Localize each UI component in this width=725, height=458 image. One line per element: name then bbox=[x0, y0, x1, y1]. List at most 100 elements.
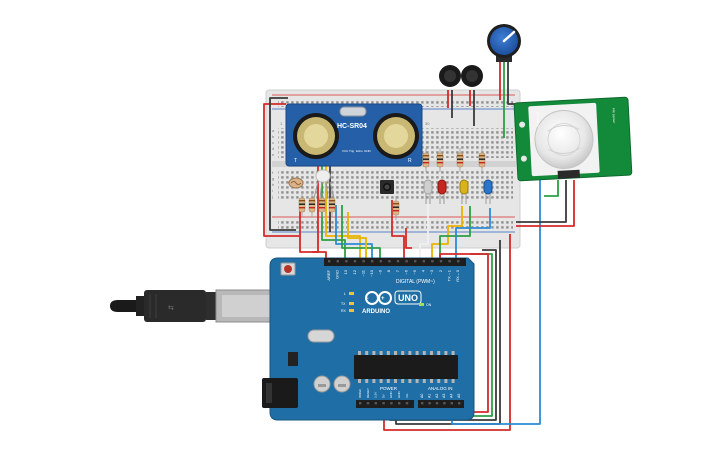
led-blue[interactable] bbox=[483, 179, 493, 204]
led-label-rx: RX bbox=[341, 309, 347, 313]
digital-pin-hole[interactable] bbox=[457, 260, 460, 263]
digital-pin-hole[interactable] bbox=[422, 260, 425, 263]
analog-pin-label: A2 bbox=[435, 394, 439, 398]
analog-pin-hole[interactable] bbox=[428, 402, 431, 405]
resistor[interactable] bbox=[328, 193, 336, 217]
resistor[interactable] bbox=[422, 148, 430, 172]
wire-red-pir bbox=[516, 180, 575, 227]
digital-pin-hole[interactable] bbox=[362, 260, 365, 263]
analog-pin-hole[interactable] bbox=[421, 402, 424, 405]
analog-pin-label: A5 bbox=[457, 394, 461, 398]
digital-pin-label: ~9 bbox=[378, 269, 383, 274]
svg-text:g: g bbox=[272, 176, 274, 181]
pir-side-label-left: PIR Sensor bbox=[535, 112, 540, 128]
ultrasonic-pin-echo: Echo bbox=[356, 149, 363, 153]
pir-sensor[interactable]: PIR Sensor PIR Sensor bbox=[513, 96, 633, 182]
power-pin-hole[interactable] bbox=[359, 402, 362, 405]
power-pin-hole[interactable] bbox=[366, 402, 370, 405]
svg-text:d: d bbox=[272, 146, 274, 151]
wire-yellow-led bbox=[431, 206, 463, 262]
digital-pin-hole[interactable] bbox=[405, 260, 408, 263]
arduino-brand-label: ARDUINO bbox=[362, 309, 390, 315]
digital-pin-hole[interactable] bbox=[439, 260, 443, 263]
digital-pin-label: AREF bbox=[326, 269, 331, 280]
wire-blue-led bbox=[455, 208, 491, 262]
wire-yellow-ultrasonic-echo bbox=[325, 150, 361, 262]
wire-black-left-loop bbox=[269, 97, 296, 231]
breadboard-row-letters: a b c d e f g h i j bbox=[271, 128, 275, 199]
resistor[interactable] bbox=[478, 148, 486, 172]
power-pin-hole[interactable] bbox=[398, 402, 401, 405]
crystal-oscillator bbox=[307, 329, 335, 343]
power-pin-label: Vin bbox=[405, 393, 409, 398]
analog-pin-hole[interactable] bbox=[435, 402, 439, 405]
analog-header bbox=[418, 400, 464, 408]
analog-pin-label: A0 bbox=[420, 394, 424, 398]
digital-pin-hole[interactable] bbox=[371, 260, 374, 263]
ultrasonic-sensor[interactable]: HC-SR04 T R VCC Trig Echo GND bbox=[285, 103, 423, 167]
rgb-led[interactable] bbox=[313, 169, 335, 199]
digital-pin-hole[interactable] bbox=[336, 260, 339, 263]
arduino-model-label: UNO bbox=[398, 293, 418, 303]
potentiometer[interactable] bbox=[487, 24, 521, 62]
led-red[interactable] bbox=[437, 179, 447, 204]
digital-pin-hole[interactable] bbox=[431, 260, 434, 263]
resistor[interactable] bbox=[298, 193, 306, 217]
photoresistor[interactable] bbox=[288, 177, 304, 189]
resistor[interactable] bbox=[436, 148, 444, 172]
analog-pin-label: A1 bbox=[427, 394, 431, 398]
power-pin-hole[interactable] bbox=[382, 402, 385, 405]
resistor[interactable] bbox=[318, 193, 326, 217]
digital-pin-label: ~11 bbox=[360, 269, 365, 276]
led-yellow[interactable] bbox=[459, 179, 469, 204]
power-pin-hole[interactable] bbox=[390, 402, 393, 405]
digital-pin-label: 2 bbox=[438, 269, 443, 272]
digital-pin-label: RX←0 bbox=[455, 269, 460, 282]
digital-pin-label: 12 bbox=[352, 269, 357, 274]
analog-pin-hole[interactable] bbox=[450, 402, 453, 405]
digital-pin-label: GND bbox=[335, 270, 340, 279]
push-button[interactable] bbox=[380, 180, 394, 194]
power-pin-hole[interactable] bbox=[405, 402, 409, 405]
digital-pin-hole[interactable] bbox=[396, 260, 400, 263]
digital-pin-hole[interactable] bbox=[388, 260, 391, 263]
digital-pin-hole[interactable] bbox=[379, 260, 382, 263]
digital-pin-hole[interactable] bbox=[448, 260, 451, 263]
ultrasonic-corner-right: R bbox=[408, 158, 412, 164]
chip-pins bbox=[358, 351, 455, 383]
digital-pin-hole[interactable] bbox=[353, 260, 357, 263]
logo-plus-icon: + bbox=[381, 296, 385, 302]
digital-pin-hole[interactable] bbox=[345, 260, 348, 263]
analog-pin-hole[interactable] bbox=[443, 402, 446, 405]
led-label-on: ON bbox=[426, 303, 432, 307]
digital-pin-hole[interactable] bbox=[414, 260, 417, 263]
microphone-left[interactable] bbox=[439, 65, 461, 87]
resistor[interactable] bbox=[392, 196, 400, 220]
resistor[interactable] bbox=[308, 193, 316, 217]
resistor[interactable] bbox=[456, 148, 464, 172]
digital-pin-label: 13 bbox=[343, 269, 348, 274]
microphone-right[interactable] bbox=[461, 65, 483, 87]
wire-white-led bbox=[419, 204, 429, 262]
power-label: POWER bbox=[380, 386, 398, 391]
digital-pin-hole[interactable] bbox=[328, 260, 331, 263]
svg-text:f: f bbox=[272, 170, 274, 175]
power-header bbox=[356, 400, 414, 408]
arduino-logo bbox=[365, 291, 392, 305]
analog-pin-hole[interactable] bbox=[458, 402, 461, 405]
voltage-regulator bbox=[288, 352, 298, 366]
svg-text:c: c bbox=[272, 140, 274, 145]
power-pin-hole[interactable] bbox=[374, 402, 377, 405]
ultrasonic-pin-trig: Trig bbox=[349, 149, 354, 153]
reset-button[interactable] bbox=[284, 265, 292, 273]
wire-black-pir bbox=[516, 180, 567, 223]
usb-cable[interactable]: ⇆ bbox=[110, 289, 275, 323]
ultrasonic-pin-gnd: GND bbox=[364, 149, 372, 153]
digital-header bbox=[324, 258, 466, 266]
svg-text:b: b bbox=[272, 134, 275, 139]
wire-yellow-rgb bbox=[347, 212, 367, 262]
led-white[interactable] bbox=[423, 179, 433, 204]
